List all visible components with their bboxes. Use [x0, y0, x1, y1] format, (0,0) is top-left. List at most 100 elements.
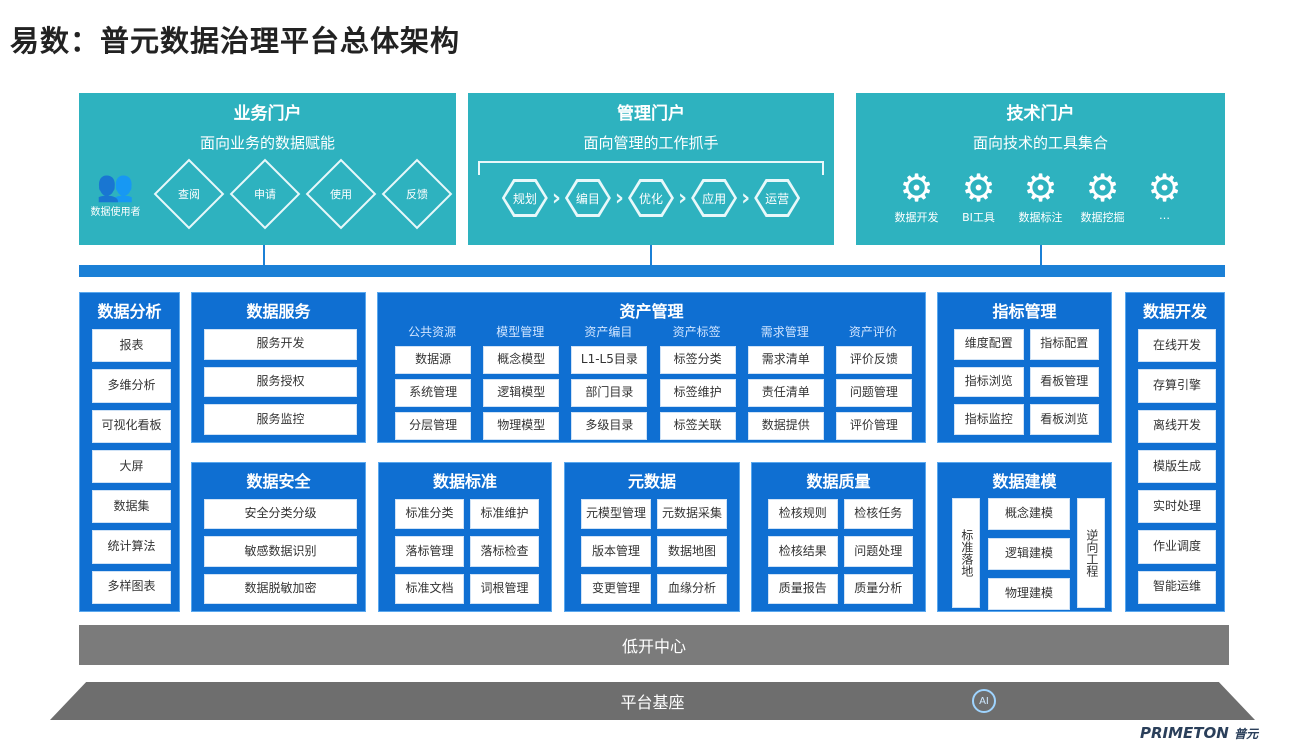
- module-title: 数据建模: [992, 472, 1057, 491]
- gear-icon: ⚙: [1023, 166, 1058, 210]
- data-service-module: 数据服务服务开发服务授权服务监控: [191, 292, 366, 443]
- side-label-text: 逆向工程: [1084, 529, 1099, 577]
- module-item: 逻辑建模: [988, 538, 1070, 570]
- module-title: 资产管理: [619, 302, 684, 321]
- module-item: 标签分类: [659, 346, 736, 374]
- module-item: 落标检查: [470, 536, 539, 567]
- module-item: 可视化看板: [92, 409, 171, 443]
- tool: ⚙…: [1134, 167, 1196, 225]
- module-item: 变更管理: [581, 573, 651, 604]
- module-title: 数据分析: [97, 302, 162, 321]
- gear-icon: ⚙: [961, 166, 996, 210]
- side-label: 逆向工程: [1077, 498, 1105, 608]
- chevron-right-icon: ›: [678, 185, 688, 211]
- module-item: 系统管理: [395, 379, 472, 407]
- metadata-module: 元数据元模型管理元数据采集版本管理数据地图变更管理血缘分析: [564, 462, 740, 612]
- module-item: 评价管理: [835, 412, 912, 440]
- module-item: 物理模型: [483, 412, 560, 440]
- module-item: 服务开发: [204, 329, 357, 360]
- column-header: 资产评价: [848, 325, 897, 339]
- module-item: 检核任务: [843, 499, 913, 530]
- step-label: 反馈: [405, 188, 428, 201]
- module-item: 版本管理: [581, 536, 651, 567]
- module-item: 数据脱敏加密: [204, 573, 357, 604]
- module-item: 报表: [92, 329, 171, 363]
- tool: ⚙BI工具: [948, 167, 1010, 225]
- side-label-text: 标准落地: [959, 529, 974, 577]
- module-title: 数据安全: [246, 472, 311, 491]
- module-item: 敏感数据识别: [204, 536, 357, 567]
- data-development-module: 数据开发在线开发存算引擎离线开发模版生成实时处理作业调度智能运维: [1125, 292, 1225, 612]
- step-diamond: 反馈: [381, 158, 452, 230]
- module-item: 标准文档: [395, 573, 464, 604]
- module-title: 元数据: [627, 472, 676, 491]
- module-title: 指标管理: [992, 302, 1057, 321]
- data-security-module: 数据安全安全分类分级敏感数据识别数据脱敏加密: [191, 462, 366, 612]
- module-item: 血缘分析: [657, 573, 727, 604]
- column-header: 资产编目: [584, 325, 633, 339]
- tool-label: 数据开发: [894, 211, 939, 224]
- module-item: 落标管理: [395, 536, 464, 567]
- data-analysis-module: 数据分析报表多维分析可视化看板大屏数据集统计算法多样图表: [79, 292, 180, 612]
- integration-bus: [79, 265, 1225, 277]
- module-item: L1-L5目录: [571, 346, 648, 374]
- chevron-right-icon: ›: [614, 185, 624, 211]
- step-label: 申请: [253, 188, 276, 201]
- step-hexagon: 规划: [501, 179, 548, 217]
- gear-icon: ⚙: [899, 166, 934, 210]
- module-item: 质量分析: [843, 573, 913, 604]
- module-item: 评价反馈: [835, 346, 912, 374]
- module-item: 元模型管理: [581, 499, 651, 530]
- module-item: 逻辑模型: [483, 379, 560, 407]
- business-portal: 业务门户 面向业务的数据赋能 👥数据使用者 查阅申请使用反馈: [79, 93, 456, 245]
- tool: ⚙数据挖掘: [1072, 167, 1134, 225]
- module-item: 多样图表: [92, 570, 171, 604]
- step-label: 查阅: [177, 188, 200, 201]
- step-diamond: 申请: [229, 158, 300, 230]
- module-item: 问题处理: [843, 536, 913, 567]
- platform-base: 平台基座: [50, 682, 1255, 720]
- tool-label: …: [1159, 209, 1170, 222]
- connector: [1040, 245, 1042, 265]
- column-header: 公共资源: [408, 325, 457, 339]
- module-item: 作业调度: [1138, 530, 1216, 564]
- step-hexagon: 应用: [691, 179, 738, 217]
- chevron-right-icon: ›: [551, 185, 561, 211]
- tool-label: BI工具: [962, 211, 995, 224]
- tool: ⚙数据标注: [1010, 167, 1072, 225]
- step-diamond: 查阅: [153, 158, 224, 230]
- module-item: 统计算法: [92, 530, 171, 564]
- column-header: 需求管理: [760, 325, 809, 339]
- data-modeling-module: 数据建模标准落地 逆向工程概念建模逻辑建模物理建模: [937, 462, 1112, 612]
- logo-cn: 普元: [1234, 727, 1259, 741]
- module-item: 在线开发: [1138, 329, 1216, 363]
- step-label: 规划: [512, 191, 537, 206]
- user-label: 数据使用者: [90, 206, 141, 218]
- module-item: 部门目录: [571, 379, 648, 407]
- step-label: 应用: [702, 191, 727, 206]
- module-item: 标签维护: [659, 379, 736, 407]
- column-header: 模型管理: [496, 325, 545, 339]
- module-item: 多级目录: [571, 412, 648, 440]
- module-item: 智能运维: [1138, 570, 1216, 604]
- module-item: 数据提供: [747, 412, 824, 440]
- module-item: 物理建模: [988, 578, 1070, 610]
- page-title: 易数：普元数据治理平台总体架构: [10, 24, 461, 58]
- module-item: 标准分类: [395, 499, 464, 530]
- module-item: 标准维护: [470, 499, 539, 530]
- step-label: 优化: [638, 191, 663, 206]
- module-item: 维度配置: [954, 329, 1024, 360]
- module-item: 检核规则: [768, 499, 838, 530]
- module-item: 离线开发: [1138, 409, 1216, 443]
- module-item: 数据集: [92, 490, 171, 524]
- module-item: 服务授权: [204, 366, 357, 398]
- module-item: 元数据采集: [657, 499, 727, 530]
- module-item: 检核结果: [768, 536, 838, 567]
- step-label: 使用: [329, 188, 352, 201]
- module-item: 概念模型: [483, 346, 560, 374]
- module-item: 词根管理: [470, 573, 539, 604]
- tool: ⚙数据开发: [886, 167, 948, 225]
- module-item: 质量报告: [768, 573, 838, 604]
- module-item: 看板浏览: [1029, 404, 1099, 435]
- module-item: 概念建模: [988, 498, 1070, 530]
